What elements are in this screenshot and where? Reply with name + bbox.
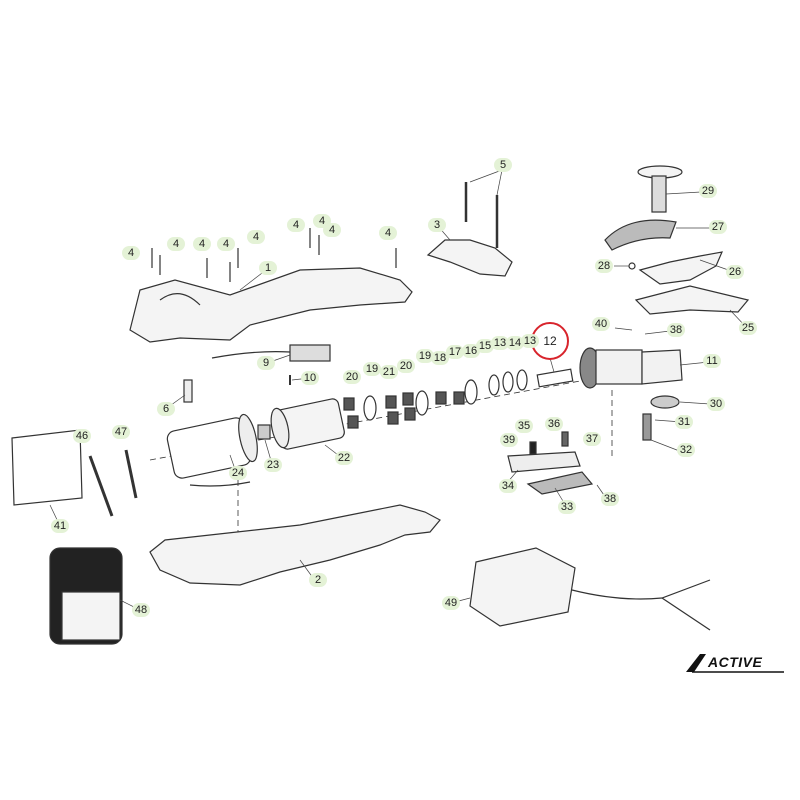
callout-32[interactable]: 32 bbox=[677, 443, 695, 457]
callout-49[interactable]: 49 bbox=[442, 596, 460, 610]
callout-46[interactable]: 46 bbox=[73, 429, 91, 443]
callout-27[interactable]: 27 bbox=[709, 220, 727, 234]
callout-16[interactable]: 16 bbox=[462, 344, 480, 358]
callout-21[interactable]: 21 bbox=[380, 365, 398, 379]
callout-4a[interactable]: 4 bbox=[122, 246, 140, 260]
drive-shaft bbox=[536, 368, 574, 388]
callout-47[interactable]: 47 bbox=[112, 425, 130, 439]
charger bbox=[469, 547, 711, 631]
callout-29[interactable]: 29 bbox=[699, 184, 717, 198]
callout-26[interactable]: 26 bbox=[726, 265, 744, 279]
callout-24[interactable]: 24 bbox=[229, 466, 247, 480]
callout-3[interactable]: 3 bbox=[428, 218, 446, 232]
callout-4d[interactable]: 4 bbox=[217, 237, 235, 251]
upper-housing bbox=[129, 267, 413, 343]
callout-4e[interactable]: 4 bbox=[247, 230, 265, 244]
nut bbox=[650, 395, 680, 409]
callout-17[interactable]: 17 bbox=[446, 345, 464, 359]
callout-39[interactable]: 39 bbox=[500, 433, 518, 447]
callout-37[interactable]: 37 bbox=[583, 432, 601, 446]
callout-48[interactable]: 48 bbox=[132, 603, 150, 617]
callout-19a[interactable]: 19 bbox=[363, 362, 381, 376]
gear-sector bbox=[604, 219, 677, 251]
top-cover bbox=[426, 239, 513, 277]
callout-36[interactable]: 36 bbox=[545, 417, 563, 431]
callout-2[interactable]: 2 bbox=[309, 573, 327, 587]
brand-logo-swoosh bbox=[686, 654, 784, 673]
coupling bbox=[257, 424, 271, 440]
callout-20b[interactable]: 20 bbox=[397, 359, 415, 373]
callout-6[interactable]: 6 bbox=[157, 402, 175, 416]
gear-train bbox=[343, 369, 528, 429]
battery-pack bbox=[49, 547, 123, 645]
callout-28[interactable]: 28 bbox=[595, 259, 613, 273]
callout-13a[interactable]: 13 bbox=[491, 336, 509, 350]
pivot-bolt bbox=[637, 165, 683, 213]
callout-1[interactable]: 1 bbox=[259, 261, 277, 275]
callout-38a[interactable]: 38 bbox=[667, 323, 685, 337]
callout-25[interactable]: 25 bbox=[739, 321, 757, 335]
callout-4c[interactable]: 4 bbox=[193, 237, 211, 251]
battery-holder bbox=[11, 429, 83, 506]
callout-5a[interactable]: 5 bbox=[494, 158, 512, 172]
gearbox bbox=[270, 398, 345, 450]
callout-13b[interactable]: 13 bbox=[521, 334, 539, 348]
bracket bbox=[507, 451, 581, 473]
callout-10[interactable]: 10 bbox=[301, 371, 319, 385]
callout-4f[interactable]: 4 bbox=[287, 218, 305, 232]
callout-30[interactable]: 30 bbox=[707, 397, 725, 411]
callout-35[interactable]: 35 bbox=[515, 419, 533, 433]
callout-23[interactable]: 23 bbox=[264, 458, 282, 472]
head-assembly bbox=[579, 347, 683, 389]
lower-housing bbox=[149, 504, 441, 586]
screw-32 bbox=[642, 413, 652, 441]
trigger bbox=[526, 471, 594, 495]
washer bbox=[628, 262, 636, 270]
callout-38b[interactable]: 38 bbox=[601, 492, 619, 506]
wire-47 bbox=[124, 449, 138, 499]
callout-4i[interactable]: 4 bbox=[379, 226, 397, 240]
callout-31[interactable]: 31 bbox=[675, 415, 693, 429]
callout-4b[interactable]: 4 bbox=[167, 237, 185, 251]
callout-4h[interactable]: 4 bbox=[323, 223, 341, 237]
callout-40[interactable]: 40 bbox=[592, 317, 610, 331]
callout-9[interactable]: 9 bbox=[257, 356, 275, 370]
callout-14[interactable]: 14 bbox=[506, 336, 524, 350]
callout-11[interactable]: 11 bbox=[703, 354, 721, 368]
spring bbox=[529, 441, 537, 455]
brand-logo-text: ACTIVE bbox=[708, 654, 763, 670]
screw-36 bbox=[561, 431, 569, 447]
callout-34[interactable]: 34 bbox=[499, 479, 517, 493]
wire-46 bbox=[88, 455, 114, 517]
blade-25 bbox=[634, 285, 750, 315]
callout-41[interactable]: 41 bbox=[51, 519, 69, 533]
control-board bbox=[289, 344, 331, 362]
callout-18[interactable]: 18 bbox=[431, 351, 449, 365]
callout-15[interactable]: 15 bbox=[476, 339, 494, 353]
callout-19b[interactable]: 19 bbox=[416, 349, 434, 363]
callout-20a[interactable]: 20 bbox=[343, 370, 361, 384]
screws bbox=[151, 182, 499, 282]
trigger-switch bbox=[183, 379, 193, 403]
callout-22[interactable]: 22 bbox=[335, 451, 353, 465]
callout-33[interactable]: 33 bbox=[558, 500, 576, 514]
motor bbox=[166, 413, 258, 487]
blade-26 bbox=[638, 251, 723, 285]
